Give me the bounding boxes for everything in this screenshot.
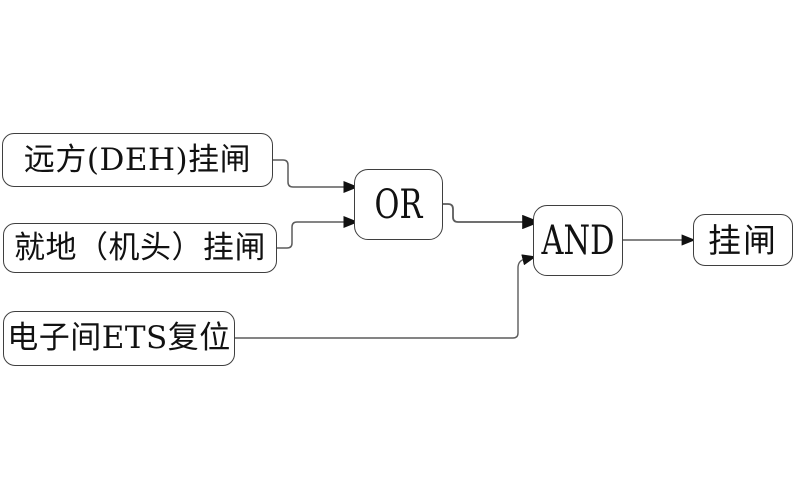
input-box-ets-reset: 电子间ETS复位 xyxy=(3,311,235,366)
or-gate-box: OR xyxy=(354,169,443,240)
input-box-remote-deh-latch: 远方(DEH)挂闸 xyxy=(2,133,273,187)
and-gate-box: AND xyxy=(533,205,623,276)
and-gate-label: AND xyxy=(541,217,615,264)
input-box-local-head-latch: 就地（机头）挂闸 xyxy=(3,223,277,273)
connector-input1-to-or xyxy=(273,159,359,193)
or-gate-label: OR xyxy=(374,181,423,228)
output-box-latch: 挂闸 xyxy=(693,214,793,266)
input-box-remote-deh-latch-label: 远方(DEH)挂闸 xyxy=(23,141,252,178)
input-box-local-head-latch-label: 就地（机头）挂闸 xyxy=(14,229,266,266)
connector-or-to-and xyxy=(443,203,541,230)
input-box-ets-reset-label: 电子间ETS复位 xyxy=(7,320,231,356)
connector-input2-to-or xyxy=(277,216,359,249)
connector-input3-to-and xyxy=(235,254,537,339)
output-box-latch-label: 挂闸 xyxy=(708,220,778,260)
